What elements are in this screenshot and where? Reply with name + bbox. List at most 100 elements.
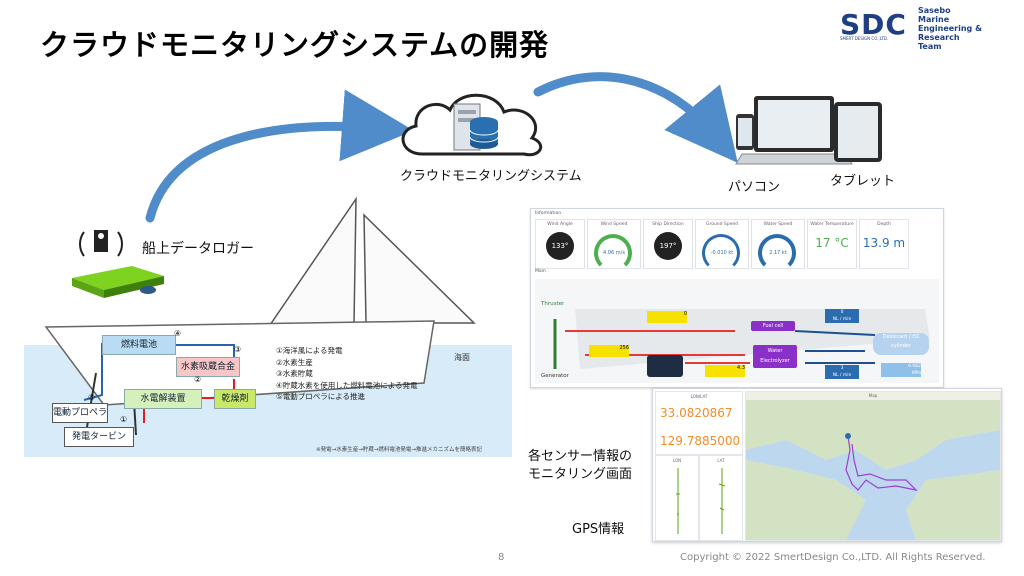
ship-direction-value: 197°	[654, 232, 682, 260]
depth-card: Depth 13.9 m	[859, 219, 909, 269]
section-info-label: Information	[535, 211, 562, 216]
gps-map[interactable]: Map	[745, 391, 1001, 541]
readout-a: 0	[647, 311, 687, 323]
gps-label: GPS情報	[572, 522, 625, 537]
data-logger-icon	[68, 228, 168, 308]
latlon-card: LON/LAT 33.0820867 129.7885000	[655, 391, 743, 455]
card-title: Ship Direction	[652, 222, 684, 227]
readout-e-unit: NL / min	[832, 373, 852, 378]
electrolyzer-node: Water Electrolyzer	[753, 345, 797, 368]
step-item: ②水素生産	[276, 357, 313, 367]
logo-mark: SDC	[840, 8, 907, 41]
main-flow-panel: Thruster Generator 0 256 4.3 Fuel cell W…	[535, 279, 939, 383]
info-cards: Wind Angle 133° Wind Speed 4.06 m/s Ship…	[535, 219, 939, 272]
cloud-server-icon	[392, 82, 552, 162]
marker-3: ③	[234, 345, 242, 354]
logo-team-line: Team	[918, 42, 942, 51]
propeller-box: 電動プロペラ	[52, 403, 108, 423]
readout-d-unit: NL / min	[832, 317, 852, 322]
gps-panel: LON/LAT 33.0820867 129.7885000 LON LAT M…	[652, 388, 1002, 542]
sea-label: 海面	[454, 353, 470, 362]
readout-e-value: 3	[840, 366, 844, 371]
arrow-logger-to-cloud	[145, 89, 414, 223]
readout-f: 0.062 MPa	[881, 363, 921, 377]
water-temp-value: 17 °C	[815, 236, 849, 250]
wind-speed-card: Wind Speed 4.06 m/s	[587, 219, 641, 272]
gauge-arc	[702, 234, 740, 272]
diagram-note: ※発電→水素生産→貯蔵→燃料電池発電→推進メカニズムを簡略表記	[316, 447, 483, 453]
step-item: ①海洋風による発電	[276, 346, 343, 355]
step-item: ⑤電動プロペラによる推進	[276, 392, 365, 401]
card-title: Water Temperature	[810, 222, 854, 227]
tablet-label: タブレット	[830, 174, 896, 189]
lon-value: 129.7885000	[660, 434, 741, 448]
water-temp-card: Water Temperature 17 °C	[807, 219, 857, 269]
ship-diagram: 海面 燃料電池 水素吸蔵合金 水電解装置 乾燥剤 電動プロペラ 発電タービン ④…	[24, 195, 512, 457]
pc-label: パソコン	[728, 180, 781, 195]
logger-label: 船上データロガー	[142, 241, 254, 257]
readout-d-value: 0	[840, 310, 844, 315]
lon-chart-title: LON	[672, 458, 682, 463]
turbine-box: 発電タービン	[64, 427, 134, 447]
monitor-label-2: モニタリング画面	[528, 467, 633, 482]
marker-2: ②	[194, 375, 202, 384]
page-number: 8	[498, 552, 505, 563]
dryer-box: 乾燥剤	[214, 389, 256, 409]
logo-team-line: Sasebo	[918, 6, 951, 15]
arrow-cloud-to-devices	[533, 72, 738, 163]
devices-icon	[712, 92, 902, 172]
marker-4: ④	[174, 329, 182, 338]
hydrogen-alloy-box: 水素吸蔵合金	[176, 357, 240, 377]
readout-f-unit: MPa	[911, 371, 921, 376]
card-title: Water Speed	[763, 222, 793, 227]
logo-team: Sasebo Marine Engineering & Research Tea…	[918, 6, 1020, 51]
monitor-label-1: 各センサー情報の	[528, 449, 633, 464]
lat-chart: LAT	[699, 455, 743, 541]
section-main-label: Main	[535, 269, 546, 274]
slide-title: クラウドモニタリングシステムの開発	[40, 28, 550, 62]
card-title: Ground Speed	[705, 222, 739, 227]
readout-c: 4.3	[705, 365, 745, 377]
company-logo: SDC SMERT DESIGN CO.,LTD. Sasebo Marine …	[840, 6, 1020, 51]
marker-1: ①	[120, 415, 128, 424]
thruster-label: Thruster	[541, 301, 565, 307]
readout-b: 256	[589, 345, 629, 357]
readout-f-value: 0.062	[908, 364, 921, 369]
wind-speed-value: 4.06 m/s	[603, 250, 625, 256]
gauge-arc	[594, 234, 632, 272]
wind-angle-value: 133°	[546, 232, 574, 260]
gauge-arc	[758, 234, 796, 272]
fuel-cell-box: 燃料電池	[102, 335, 176, 355]
card-title: Wind Speed	[600, 222, 628, 227]
ship-direction-card: Ship Direction 197°	[643, 219, 693, 269]
latlon-title: LON/LAT	[690, 394, 708, 399]
controller-icon	[647, 355, 683, 377]
copyright: Copyright © 2022 SmertDesign Co.,LTD. Al…	[680, 552, 986, 563]
ground-speed-value: -0.010 kt	[710, 250, 734, 256]
cloud-label: クラウドモニタリングシステム	[400, 169, 582, 184]
electrolyzer-box: 水電解装置	[124, 389, 202, 409]
monitoring-dashboard: Information Wind Angle 133° Wind Speed 4…	[530, 208, 944, 388]
generator-label: Generator	[541, 373, 569, 379]
readout-e: 3 NL / min	[825, 365, 859, 379]
depth-value: 13.9 m	[862, 236, 906, 250]
lon-chart: LON	[655, 455, 699, 541]
steps-list: ①海洋風による発電 ②水素生産 ③水素貯蔵 ④貯蔵水素を使用した燃料電池による発…	[276, 345, 418, 403]
logo-team-line: Engineering & Research	[918, 24, 983, 42]
marker-5: ⑤	[88, 393, 96, 402]
lat-value: 33.0820867	[660, 406, 733, 420]
cylinder-node: Desiccant / H2 cylinder	[873, 333, 929, 355]
map-title: Map	[868, 393, 878, 398]
step-item: ③水素貯蔵	[276, 369, 313, 378]
card-title: Depth	[877, 222, 891, 227]
logo-company: SMERT DESIGN CO.,LTD.	[840, 36, 889, 41]
water-speed-card: Water Speed 2.17 kt	[751, 219, 805, 272]
ground-speed-card: Ground Speed -0.010 kt	[695, 219, 749, 272]
wind-angle-card: Wind Angle 133°	[535, 219, 585, 269]
card-title: Wind Angle	[547, 222, 573, 227]
water-speed-value: 2.17 kt	[769, 250, 787, 256]
readout-d: 0 NL / min	[825, 309, 859, 323]
fuel-cell-node: Fuel cell	[751, 321, 795, 331]
logo-team-line: Marine	[918, 15, 950, 24]
